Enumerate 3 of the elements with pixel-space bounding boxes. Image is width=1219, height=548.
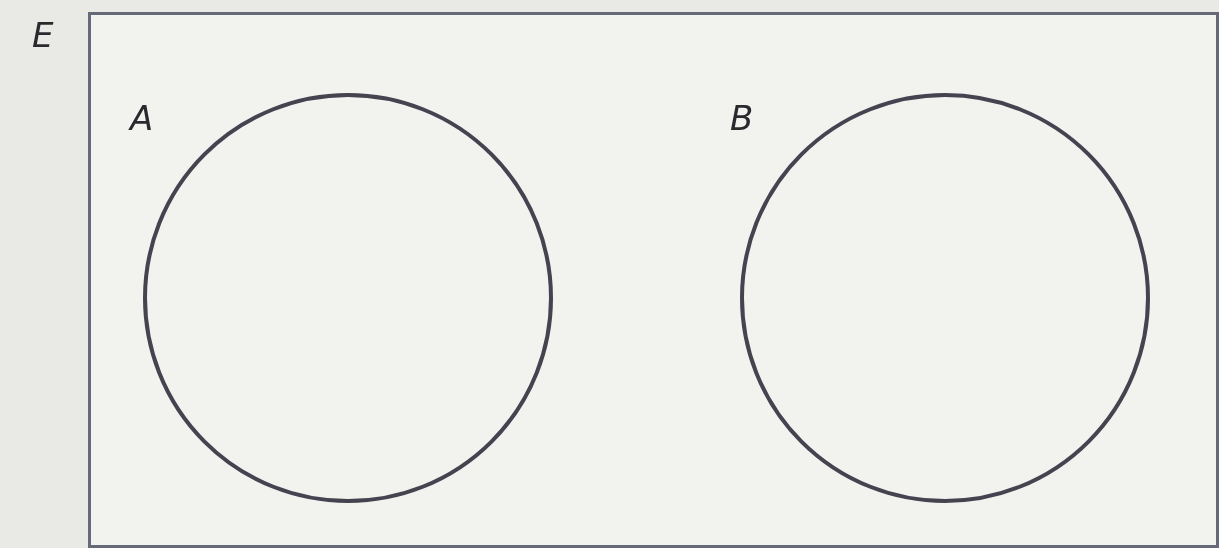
set-label: E bbox=[32, 18, 54, 52]
set-label: B bbox=[730, 101, 754, 135]
set-label: A bbox=[130, 101, 154, 135]
